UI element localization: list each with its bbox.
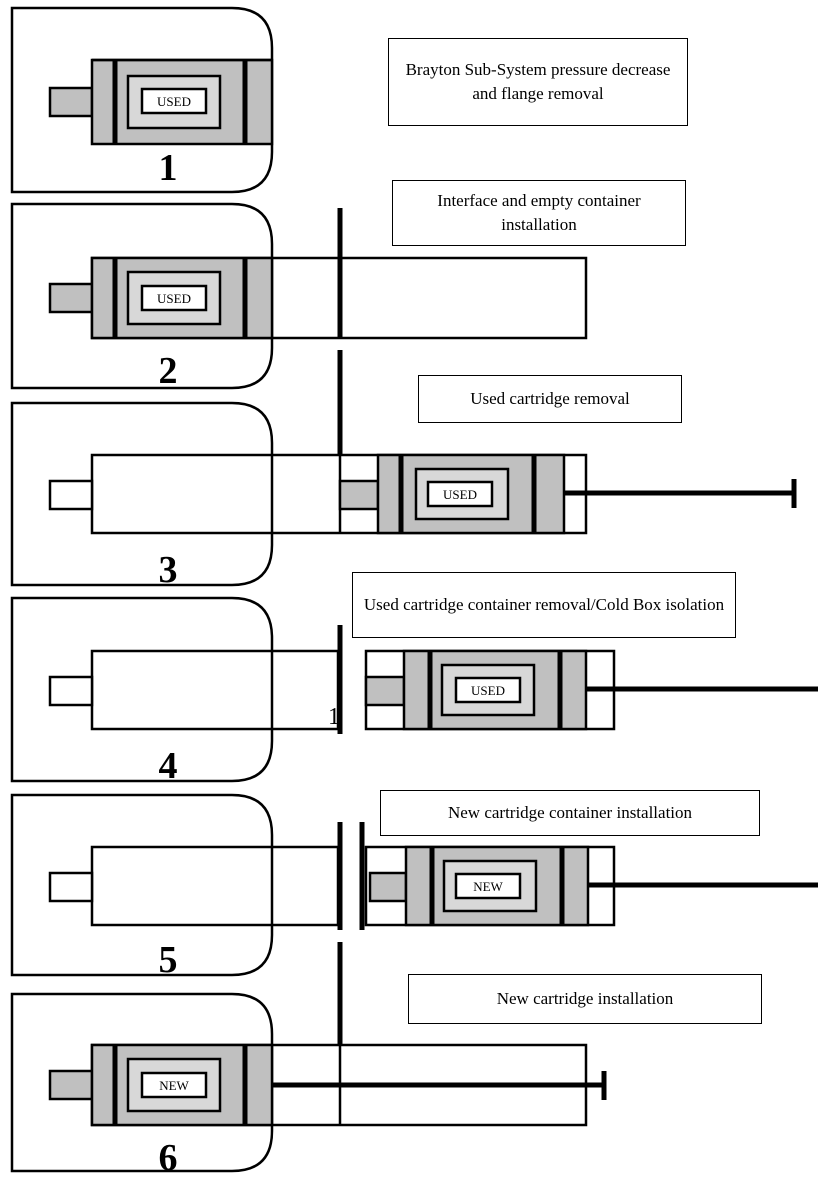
- cartridge-tag-6: NEW: [159, 1078, 189, 1093]
- empty-port-5: [48, 871, 94, 903]
- cold-box-outline-6: [10, 992, 274, 1173]
- step-number-2: 2: [159, 350, 178, 392]
- cold-box-outline-3: [10, 401, 274, 587]
- cartridge-4: [364, 649, 588, 731]
- empty-port-3: [48, 479, 94, 511]
- step-caption-2: Interface and empty container installati…: [392, 180, 686, 246]
- cold-box-outline-4: [10, 596, 274, 783]
- step-number-5: 5: [159, 939, 178, 981]
- step-caption-5: New cartridge container installation: [380, 790, 760, 836]
- step-number-4: 4: [159, 745, 178, 787]
- cartridge-tag-4: USED: [471, 683, 505, 698]
- cartridge-3: [338, 453, 566, 535]
- step-number-1: 1: [159, 147, 178, 189]
- step-caption-4: Used cartridge container removal/Cold Bo…: [352, 572, 736, 638]
- cartridge-1: [48, 58, 274, 146]
- empty-port-4: [48, 675, 94, 707]
- cartridge-6: [48, 1043, 274, 1127]
- cold-box-outline-1: [10, 6, 274, 194]
- container-body-5: [90, 845, 340, 927]
- step-number-6: 6: [159, 1137, 178, 1179]
- step-caption-6: New cartridge installation: [408, 974, 762, 1024]
- cartridge-tag-2: USED: [157, 291, 191, 306]
- cold-box-outline-2: [10, 202, 274, 390]
- cartridge-2: [48, 256, 274, 340]
- cold-box-outline-5: [10, 793, 274, 977]
- container-body-4: [90, 649, 340, 731]
- stray-mark: 1: [328, 704, 340, 730]
- cartridge-tag-5: NEW: [473, 879, 503, 894]
- cartridge-tag-3: USED: [443, 487, 477, 502]
- step-caption-3: Used cartridge removal: [418, 375, 682, 423]
- cartridge-5: [368, 845, 590, 927]
- step-number-3: 3: [159, 549, 178, 591]
- cartridge-tag-1: USED: [157, 94, 191, 109]
- step-caption-1: Brayton Sub-System pressure decrease and…: [388, 38, 688, 126]
